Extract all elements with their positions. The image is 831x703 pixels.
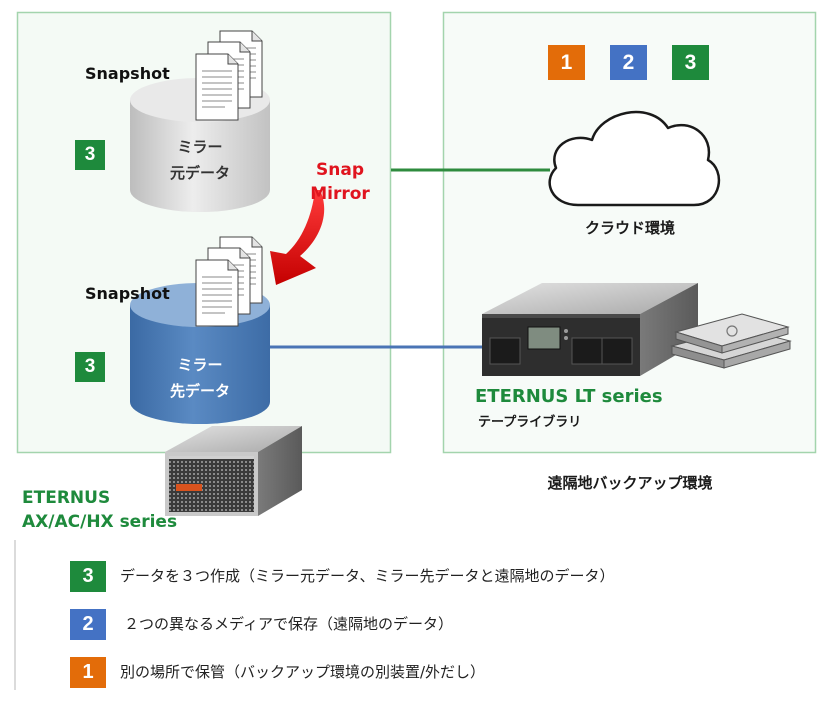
target-volume-badge: 3	[75, 352, 105, 382]
cloud-label: クラウド環境	[584, 219, 675, 237]
snapmirror-label-line2: Mirror	[310, 184, 370, 204]
storage-array-device	[165, 426, 302, 516]
tape-library-device	[482, 283, 698, 376]
source-volume-label: ミラー 元データ	[130, 134, 270, 186]
legend-text-1: 別の場所で保管（バックアップ環境の別装置/外だし）	[120, 663, 486, 681]
tape-type-label: テープライブラリ	[478, 415, 582, 430]
curved-arrow-icon	[270, 190, 325, 285]
snapmirror-label: Snap Mirror	[298, 158, 382, 206]
snapmirror-label-line1: Snap	[316, 160, 364, 180]
remote-site-panel	[442, 11, 817, 454]
target-snapshot-label: Snapshot	[85, 284, 170, 303]
remote-site-caption: 遠隔地バックアップ環境	[547, 474, 713, 492]
target-volume-label-line1: ミラー	[177, 356, 223, 374]
legend-badge-3: 3	[70, 561, 106, 592]
legend-badge-2: 2	[70, 609, 106, 640]
legend-badge-1: 1	[70, 657, 106, 688]
legend-text-2: ２つの異なるメディアで保存（遠隔地のデータ）	[124, 615, 453, 633]
tape-product-label: ETERNUS LT series	[475, 386, 663, 407]
storage-product-line2: AX/AC/HX series	[22, 512, 178, 532]
target-volume-label: ミラー 先データ	[130, 352, 270, 404]
source-volume-badge: 3	[75, 140, 105, 170]
source-volume-label-line1: ミラー	[177, 138, 223, 156]
tape-cartridge-icon	[670, 313, 792, 369]
storage-product-label: ETERNUS AX/AC/HX series	[22, 486, 177, 534]
remote-badge-3: 3	[672, 45, 709, 80]
cloud-icon	[548, 110, 721, 207]
source-volume-label-line2: 元データ	[169, 164, 230, 182]
legend-text-3: データを３つ作成（ミラー元データ、ミラー先データと遠隔地のデータ）	[120, 567, 615, 585]
target-volume-label-line2: 先データ	[169, 382, 230, 400]
storage-product-line1: ETERNUS	[22, 488, 111, 508]
remote-badge-1: 1	[548, 45, 585, 80]
remote-badge-2: 2	[610, 45, 647, 80]
source-snapshot-label: Snapshot	[85, 64, 170, 83]
